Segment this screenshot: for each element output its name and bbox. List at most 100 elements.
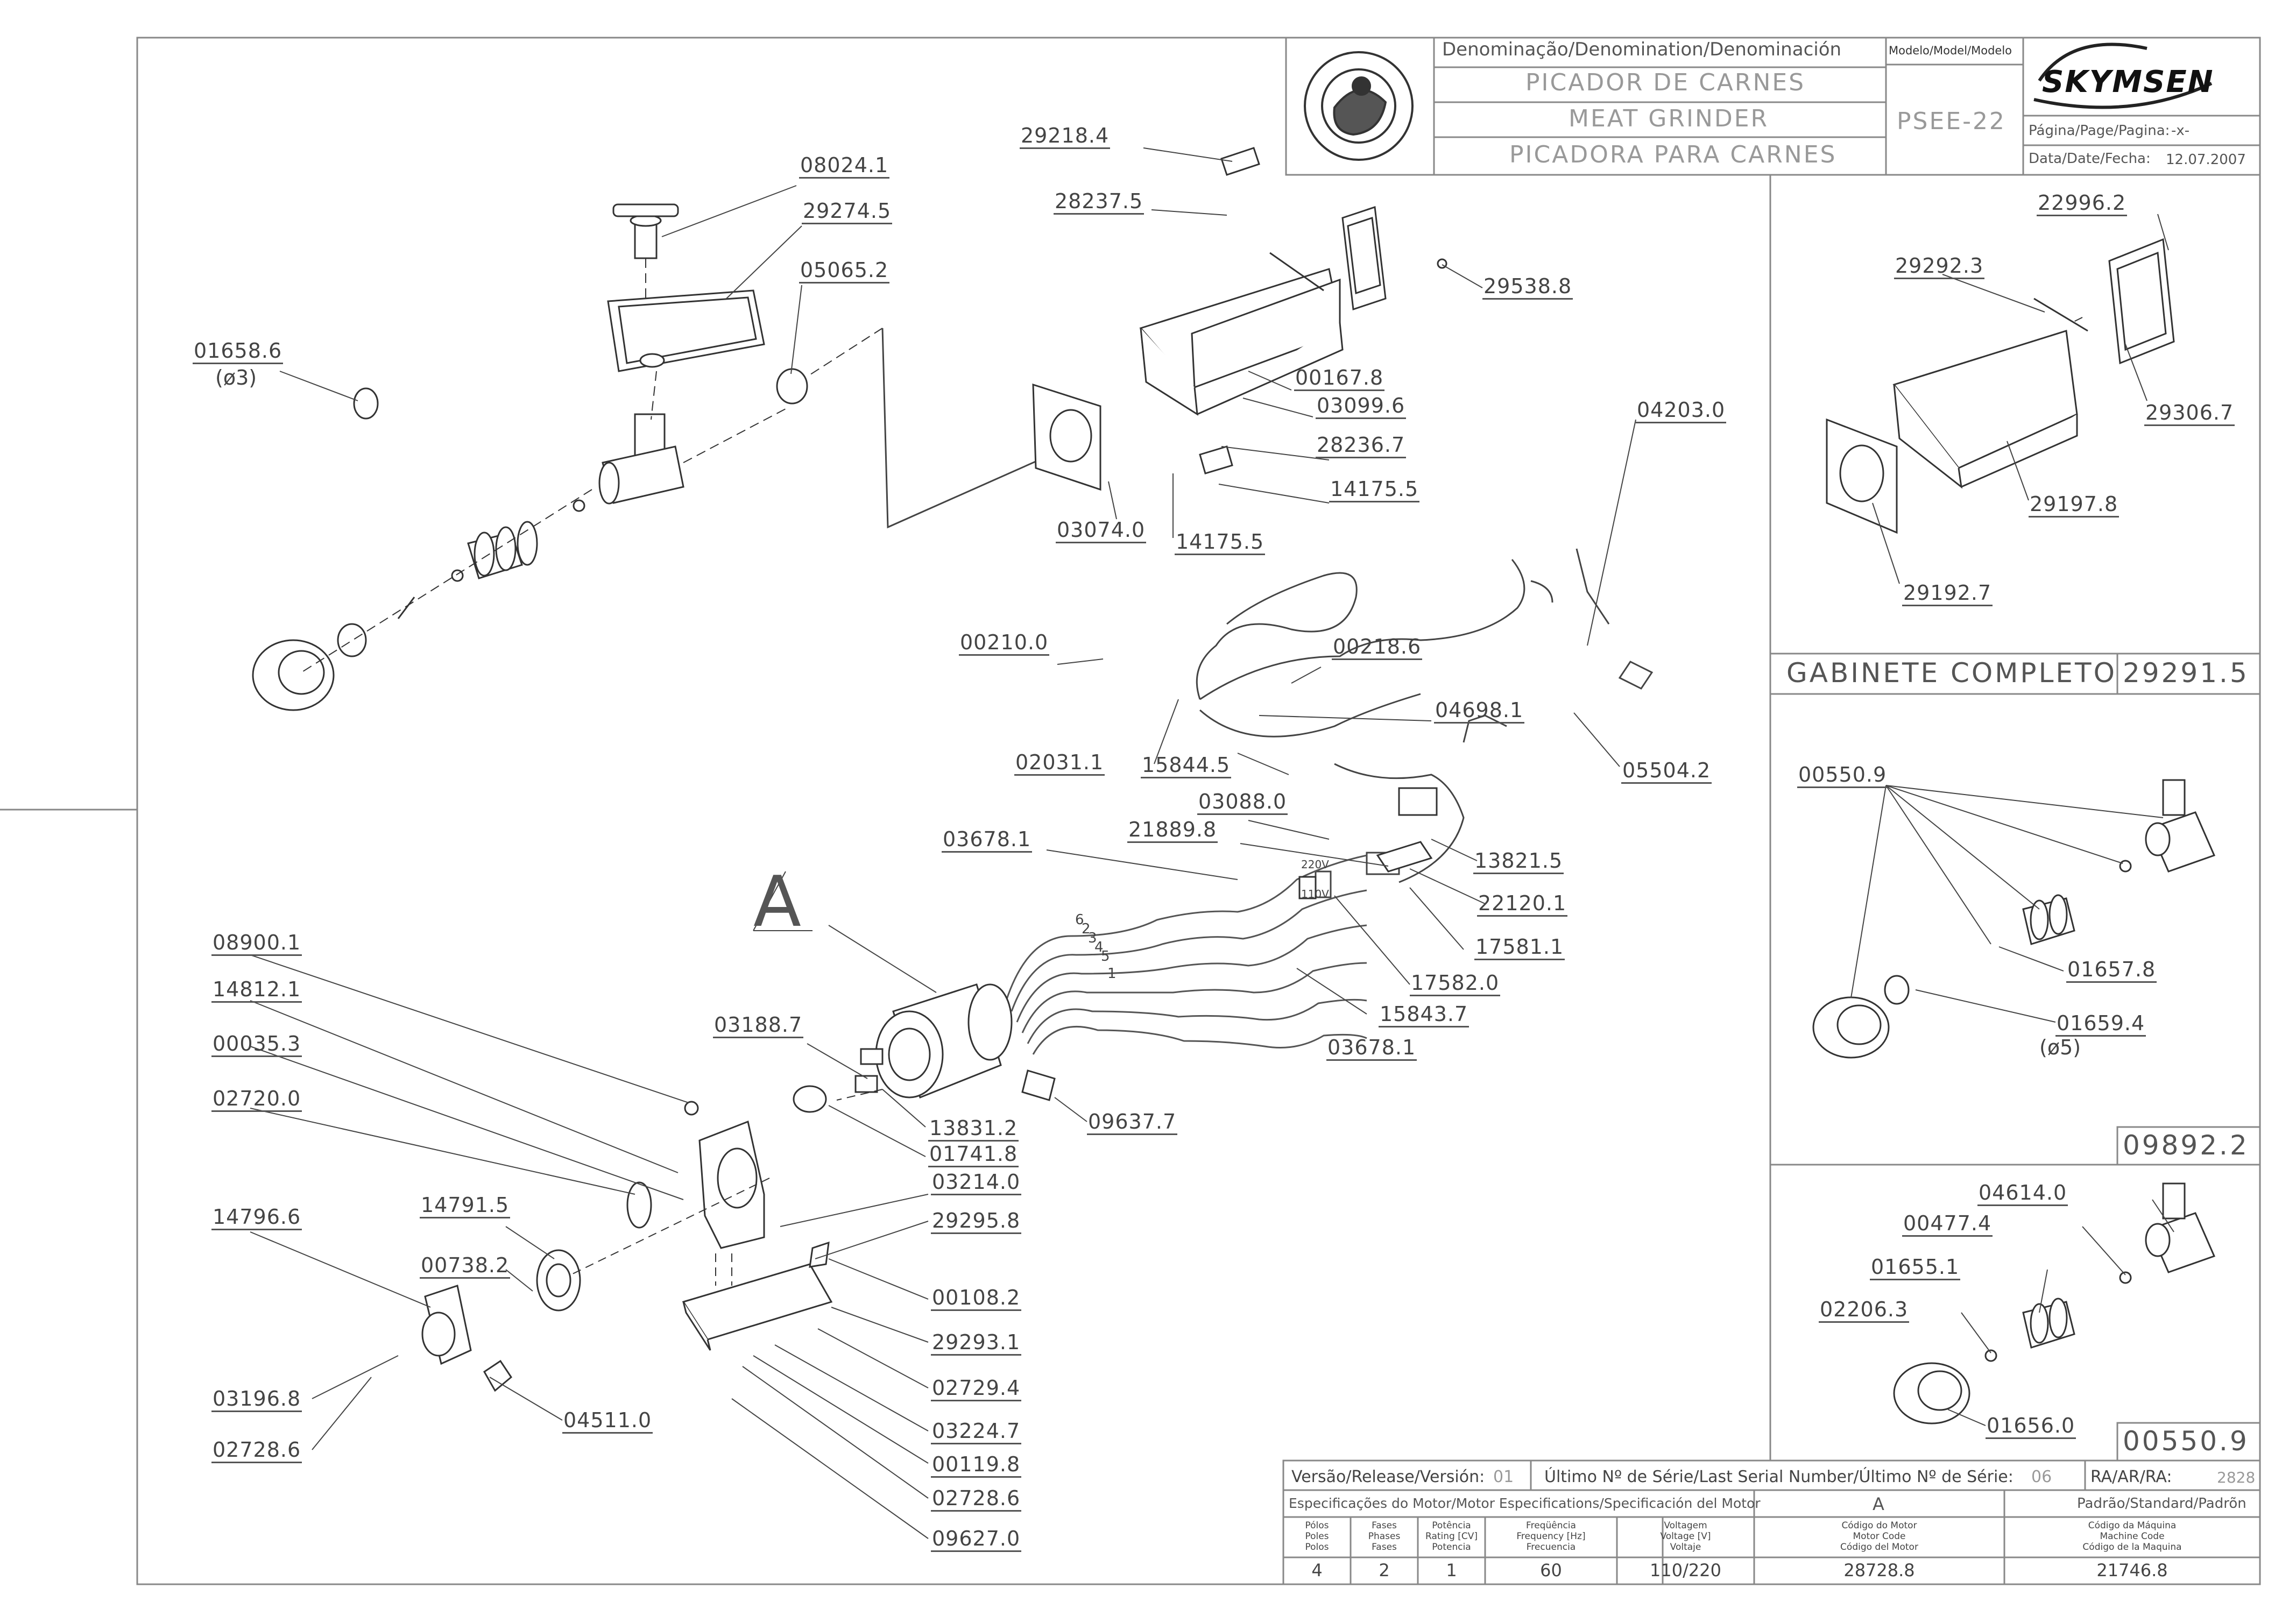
part-label: 01656.0 bbox=[1986, 1414, 2076, 1439]
part-label: 03214.0 bbox=[931, 1170, 1022, 1195]
part-label: 09627.0 bbox=[931, 1527, 1022, 1552]
part-label: 14175.5 bbox=[1329, 477, 1420, 502]
motor-letter: A bbox=[753, 861, 801, 942]
part-label: 04698.1 bbox=[1434, 698, 1525, 724]
connector-line bbox=[881, 328, 1058, 529]
part-label: 00738.2 bbox=[420, 1253, 511, 1279]
wire-number: 1 bbox=[1107, 966, 1117, 982]
front-plate bbox=[1032, 383, 1101, 491]
part-label: 29293.1 bbox=[931, 1330, 1022, 1356]
part-label: 00108.2 bbox=[931, 1286, 1022, 1311]
part-label: 28236.7 bbox=[1316, 433, 1407, 458]
part-label: 02720.0 bbox=[211, 1087, 302, 1112]
part-label: 03224.7 bbox=[931, 1419, 1022, 1444]
leader-lines bbox=[250, 147, 2174, 1539]
part-label: (ø3) bbox=[215, 366, 257, 389]
part-label: 03678.1 bbox=[942, 827, 1033, 853]
part-label: 01658.6 bbox=[193, 339, 284, 364]
part-label: 14791.5 bbox=[420, 1193, 511, 1218]
brand-swoosh bbox=[2033, 42, 2213, 109]
part-label: 21889.8 bbox=[1127, 818, 1218, 843]
part-label: 00167.8 bbox=[1294, 366, 1385, 391]
part-label: 01741.8 bbox=[928, 1142, 1019, 1167]
spec-value: 2 bbox=[1379, 1560, 1390, 1581]
wire-number: 5 bbox=[1101, 948, 1110, 965]
part-label: 03099.6 bbox=[1316, 394, 1407, 419]
part-label: 28237.5 bbox=[1054, 189, 1145, 215]
part-label: 02728.6 bbox=[931, 1486, 1022, 1512]
gearbox-assembly bbox=[421, 1069, 1056, 1392]
date-label: Data/Date/Fecha: bbox=[2029, 151, 2151, 167]
spec-block-frame bbox=[1282, 1459, 2261, 1585]
model-header: Modelo/Model/Modelo bbox=[1889, 44, 2012, 57]
version-label: Versão/Release/Versión: bbox=[1291, 1468, 1485, 1486]
part-label: 03188.7 bbox=[713, 1013, 804, 1038]
version-value: 01 bbox=[1493, 1468, 1514, 1486]
part-label: 29192.7 bbox=[1902, 581, 1993, 606]
cabinet-complete-title: GABINETE COMPLETO bbox=[1786, 657, 2117, 689]
part-label: 17582.0 bbox=[1410, 971, 1501, 996]
part-label: 02729.4 bbox=[931, 1376, 1022, 1401]
kit-00550-drawing bbox=[1893, 1182, 2216, 1424]
part-label: 29306.7 bbox=[2144, 401, 2235, 426]
page-label: Página/Page/Pagina: bbox=[2029, 123, 2170, 139]
part-label: 29274.5 bbox=[802, 199, 893, 224]
name-portuguese: PICADOR DE CARNES bbox=[1525, 69, 1806, 96]
part-label: 00035.3 bbox=[211, 1032, 302, 1057]
part-label: 01657.8 bbox=[2066, 958, 2157, 983]
title-block-frame bbox=[1285, 37, 2261, 176]
ra-value: 2828 bbox=[2217, 1469, 2256, 1486]
part-label: 00550.9 bbox=[1797, 763, 1888, 788]
wire-number: 4 bbox=[1094, 939, 1104, 955]
name-english: MEAT GRINDER bbox=[1569, 105, 1769, 132]
part-label: 00477.4 bbox=[1902, 1211, 1993, 1237]
date-value: 12.07.2007 bbox=[2166, 152, 2246, 168]
part-label: 29292.3 bbox=[1894, 254, 1985, 279]
part-label: 09637.7 bbox=[1087, 1110, 1178, 1135]
part-label: 02728.6 bbox=[211, 1438, 302, 1463]
spec-value: 1 bbox=[1446, 1560, 1457, 1581]
part-label: 22996.2 bbox=[2037, 191, 2128, 216]
kit-09892-drawing bbox=[1812, 779, 2216, 1059]
kit2-code: 00550.9 bbox=[2123, 1426, 2249, 1457]
authorized-service-badge bbox=[1304, 51, 1414, 161]
page-value: -x- bbox=[2171, 123, 2190, 139]
explode-axes bbox=[570, 317, 2083, 1286]
part-label: 29538.8 bbox=[1482, 274, 1573, 300]
part-label: 02031.1 bbox=[1014, 750, 1105, 776]
part-label: 29295.8 bbox=[931, 1209, 1022, 1234]
part-label: 03196.8 bbox=[211, 1387, 302, 1412]
part-label: 03678.1 bbox=[1326, 1036, 1417, 1061]
part-label: 03088.0 bbox=[1197, 790, 1288, 815]
part-label: 08900.1 bbox=[211, 931, 302, 956]
name-spanish: PICADORA PARA CARNES bbox=[1509, 141, 1837, 168]
spec-value: 60 bbox=[1540, 1560, 1562, 1581]
part-label: 03074.0 bbox=[1056, 518, 1147, 543]
part-label: 14812.1 bbox=[211, 977, 302, 1003]
spec-value: 28728.8 bbox=[1843, 1560, 1915, 1581]
part-label: 04614.0 bbox=[1977, 1181, 2068, 1206]
part-label: 05065.2 bbox=[799, 258, 890, 284]
part-label: 14175.5 bbox=[1175, 530, 1266, 555]
part-label: 29197.8 bbox=[2029, 492, 2120, 518]
part-label: 00119.8 bbox=[931, 1452, 1022, 1478]
part-label: 15843.7 bbox=[1379, 1002, 1470, 1027]
brand-logo: SKYMSEN bbox=[2042, 65, 2214, 100]
motor-spec-letter: A bbox=[1873, 1494, 1884, 1514]
denomination-header: Denominação/Denomination/Denominación bbox=[1442, 39, 1842, 60]
voltage-110: 110V bbox=[1301, 888, 1329, 901]
cabinet-complete-code: 29291.5 bbox=[2123, 657, 2249, 689]
cables bbox=[1196, 548, 1654, 898]
motor-spec-label: Especificações do Motor/Motor Especifica… bbox=[1289, 1496, 1761, 1511]
kit1-code: 09892.2 bbox=[2123, 1130, 2249, 1161]
part-label: (ø5) bbox=[2039, 1036, 2081, 1059]
part-label: 01655.1 bbox=[1870, 1255, 1961, 1280]
spec-value: 21746.8 bbox=[2096, 1560, 2168, 1581]
switch-block bbox=[1298, 787, 1438, 899]
